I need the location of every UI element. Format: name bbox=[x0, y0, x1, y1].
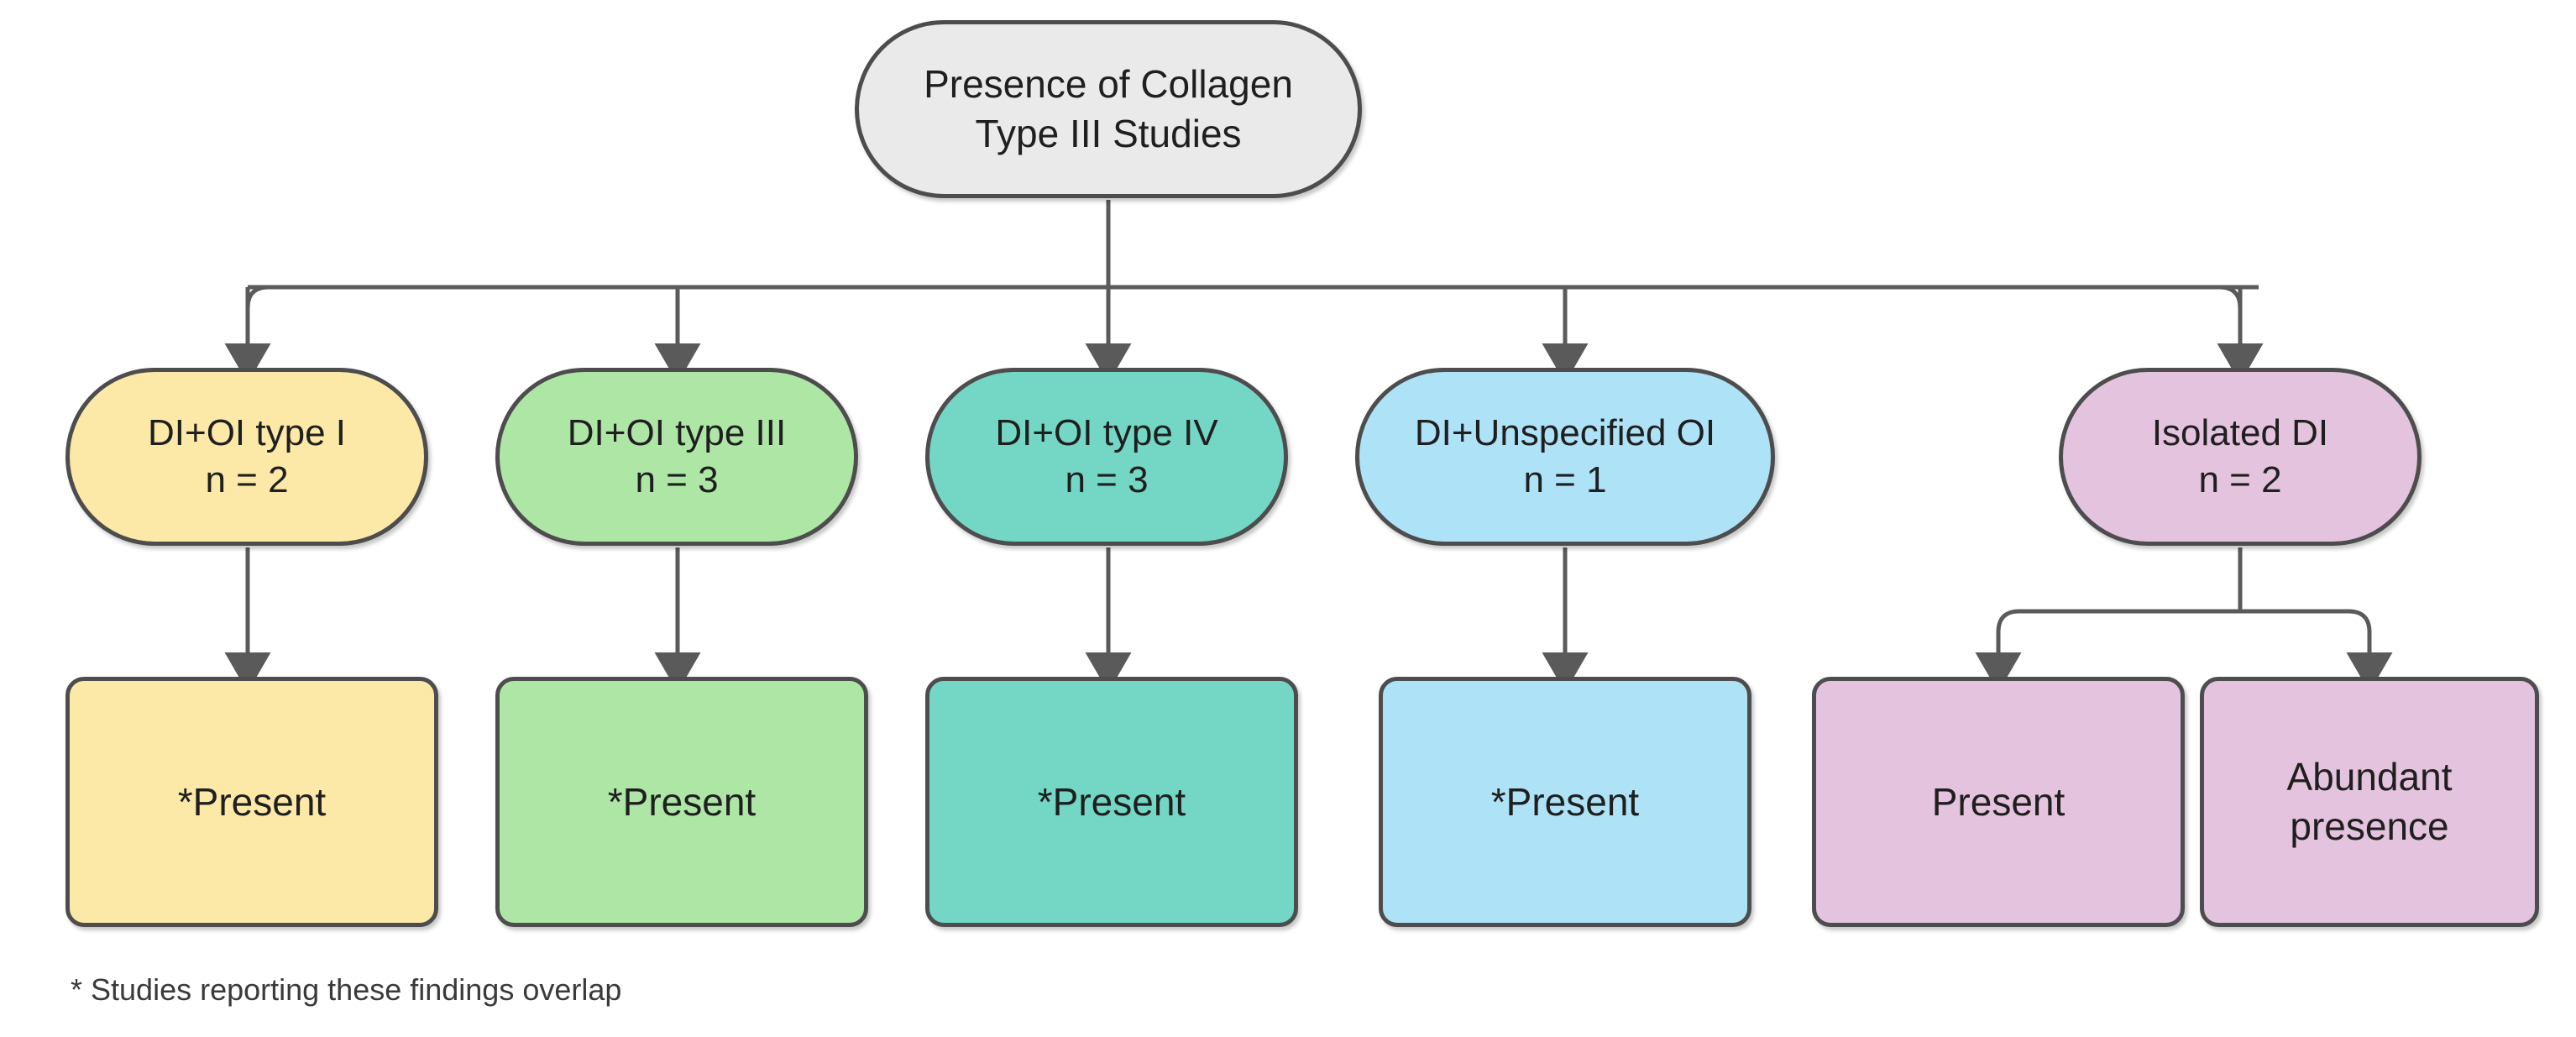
finding-label: *Present bbox=[1490, 779, 1640, 824]
group-count: n = 2 bbox=[2198, 459, 2282, 500]
group-node-di-unspecified-oi[interactable]: DI+Unspecified OI n = 1 bbox=[1355, 368, 1775, 546]
group-label: DI+OI type I bbox=[148, 411, 346, 453]
finding-label: *Present bbox=[177, 779, 327, 824]
group-node-isolated-di[interactable]: Isolated DI n = 2 bbox=[2059, 368, 2422, 546]
root-node[interactable]: Presence of Collagen Type III Studies bbox=[855, 20, 1362, 198]
group-count: n = 3 bbox=[635, 459, 719, 500]
finding-label: Present bbox=[1931, 779, 2066, 824]
group-node-di-oi-type-3[interactable]: DI+OI type III n = 3 bbox=[495, 368, 858, 546]
root-node-line1: Presence of Collagen bbox=[924, 62, 1293, 107]
group-count: n = 2 bbox=[205, 459, 289, 500]
finding-node-di-oi-type-3[interactable]: *Present bbox=[495, 677, 868, 927]
finding-node-isolated-di-abundant[interactable]: Abundant presence bbox=[2200, 677, 2539, 927]
finding-node-isolated-di-present[interactable]: Present bbox=[1812, 677, 2185, 927]
group-label: DI+Unspecified OI bbox=[1414, 411, 1716, 453]
finding-label: *Present bbox=[1037, 779, 1186, 824]
finding-node-di-oi-type-4[interactable]: *Present bbox=[925, 677, 1298, 927]
group-label: DI+OI type III bbox=[567, 411, 787, 453]
footnote-text: * Studies reporting these findings overl… bbox=[71, 972, 622, 1007]
group-node-di-oi-type-4[interactable]: DI+OI type IV n = 3 bbox=[925, 368, 1288, 546]
finding-label-line1: Abundant bbox=[2286, 755, 2453, 799]
edge-isolated-di-left-branch bbox=[1975, 609, 2240, 693]
group-count: n = 1 bbox=[1523, 459, 1607, 500]
finding-node-di-unspecified-oi[interactable]: *Present bbox=[1379, 677, 1751, 927]
group-node-di-oi-type-1[interactable]: DI+OI type I n = 2 bbox=[65, 368, 428, 546]
finding-node-di-oi-type-1[interactable]: *Present bbox=[65, 677, 438, 927]
group-count: n = 3 bbox=[1065, 459, 1149, 500]
edge-bus-left-corner bbox=[245, 285, 270, 309]
root-node-line2: Type III Studies bbox=[975, 112, 1242, 155]
edge-bus-right-corner bbox=[2218, 285, 2243, 309]
finding-label: *Present bbox=[607, 779, 757, 824]
group-label: DI+OI type IV bbox=[995, 411, 1218, 453]
finding-label-line2: presence bbox=[2290, 804, 2449, 848]
edge-isolated-di-right-branch bbox=[2240, 609, 2393, 693]
group-label: Isolated DI bbox=[2151, 411, 2329, 453]
